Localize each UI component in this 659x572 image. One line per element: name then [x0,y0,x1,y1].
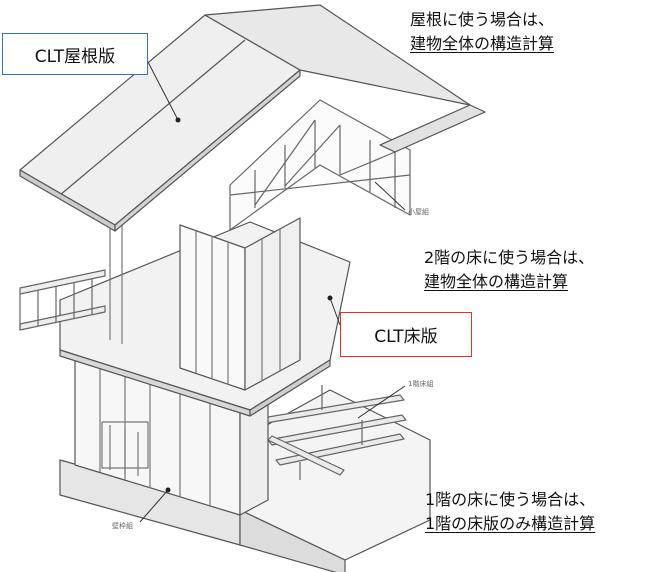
second-floor-note-line2: 建物全体の構造計算 [424,272,569,291]
first-floor-frame-callout: 1階床組 [408,379,433,388]
first-floor-usage-note: 1階の床に使う場合は、 1階の床版のみ構造計算 [425,488,595,536]
foundation-base-side [239,509,346,572]
clt-roof-panel-right-lower [379,104,486,153]
upper-wall-studs [109,210,281,384]
second-floor-note-line1: 2階の床に使う場合は、 [424,248,595,267]
floor-panel-leader [329,297,341,326]
clt-floor-panel-label: CLT床版 [340,312,472,357]
roof-panel-joint [59,39,246,196]
wall-callout-leader [139,489,169,523]
roof-usage-note: 屋根に使う場合は、 建物全体の構造計算 [410,8,554,56]
clt-roof-panel-label: CLT屋根版 [2,33,148,75]
clt-roof-edge-front [114,69,301,232]
first-floor-note-line1: 1階の床に使う場合は、 [425,490,596,509]
first-floor-note-line2: 1階の床版のみ構造計算 [425,514,596,533]
second-floor-usage-note: 2階の床に使う場合は、 建物全体の構造計算 [424,246,594,294]
attic-frame-callout: 小屋組 [408,207,429,216]
attic-callout-leader [374,181,406,211]
wall-leader-dot [165,487,171,493]
first-floor-joists [261,394,407,476]
floor-panel-leader-dot [327,295,333,301]
upper-wall-side [244,217,301,391]
attic-truss-frame [229,99,411,231]
clt-floor-slab-edge-side [249,359,331,417]
first-floor-callout-leader [357,385,406,419]
roof-panel-leader [147,61,179,121]
roof-note-line2: 建物全体の構造計算 [410,34,555,53]
wall-frame-callout: 壁枠組 [112,521,133,530]
balcony-railing [19,269,106,331]
roof-panel-leader-dot [175,117,181,123]
roof-note-line1: 屋根に使う場合は、 [410,10,555,29]
floor-posts [299,385,363,480]
